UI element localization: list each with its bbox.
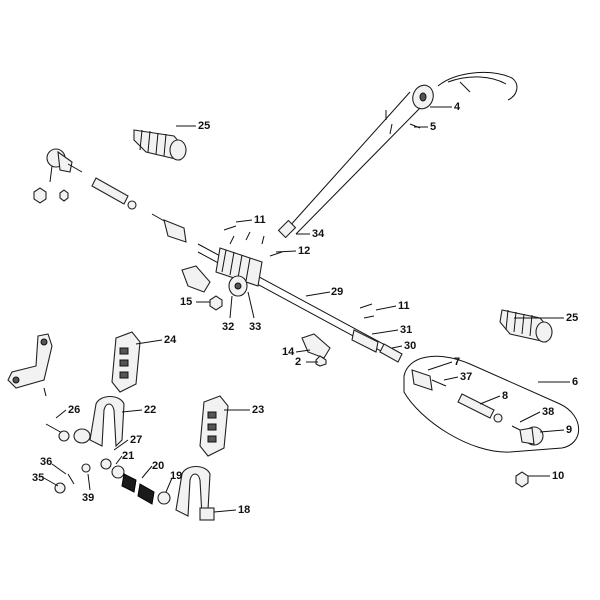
tie-rod-assembly-outline (403, 355, 579, 453)
callout-7: 7 (454, 356, 461, 368)
callout-9: 9 (566, 424, 573, 436)
callout-35: 35 (32, 472, 45, 484)
callout-22: 22 (144, 404, 157, 416)
rubber-boot-lower (499, 309, 553, 343)
bracket-left (181, 265, 223, 311)
callout-14: 14 (282, 346, 295, 358)
coupling-left (151, 213, 187, 243)
callout-29: 29 (331, 286, 344, 298)
callout-5: 5 (430, 121, 437, 133)
callout-33: 33 (249, 321, 262, 333)
callout-34: 34 (312, 228, 325, 240)
callout-26: 26 (68, 404, 81, 416)
callout-8: 8 (502, 390, 509, 402)
callout-36: 36 (40, 456, 53, 468)
pedal-yoke-18 (175, 465, 215, 521)
callout-25: 25 (566, 312, 579, 324)
callout-38: 38 (542, 406, 555, 418)
callout-23: 23 (252, 404, 265, 416)
callout-11: 11 (254, 214, 266, 226)
tie-rod-end-left (33, 148, 83, 204)
steering-wheel (437, 71, 518, 101)
pedal-pad-23 (199, 395, 229, 457)
callout-39: 39 (82, 492, 95, 504)
callout-25: 25 (198, 120, 211, 132)
rack-bolts (223, 225, 375, 319)
callout-6: 6 (572, 376, 579, 388)
leader-lines (43, 106, 570, 513)
steering-rack (197, 243, 403, 363)
callout-31: 31 (400, 324, 413, 336)
pedal-arm-left (7, 333, 53, 397)
callout-12: 12 (298, 245, 311, 257)
callout-27: 27 (130, 434, 143, 446)
tie-rod-parts-right (411, 369, 544, 488)
steering-column (277, 84, 434, 239)
pedal-yoke-22 (45, 395, 125, 448)
callout-2: 2 (295, 356, 302, 368)
callout-10: 10 (552, 470, 565, 482)
bracket-right (301, 333, 331, 367)
callout-32: 32 (222, 321, 235, 333)
callout-11: 11 (398, 300, 410, 312)
callout-19: 19 (170, 470, 183, 482)
rubber-boot-upper (133, 129, 187, 161)
callout-21: 21 (122, 450, 135, 462)
callout-24: 24 (164, 334, 177, 346)
callout-37: 37 (460, 371, 473, 383)
callout-20: 20 (152, 460, 165, 472)
callout-4: 4 (454, 101, 461, 113)
pedal-pad-24 (111, 331, 141, 393)
callout-18: 18 (238, 504, 251, 516)
callout-15: 15 (180, 296, 193, 308)
pin-left (91, 177, 137, 210)
callout-30: 30 (404, 340, 417, 352)
